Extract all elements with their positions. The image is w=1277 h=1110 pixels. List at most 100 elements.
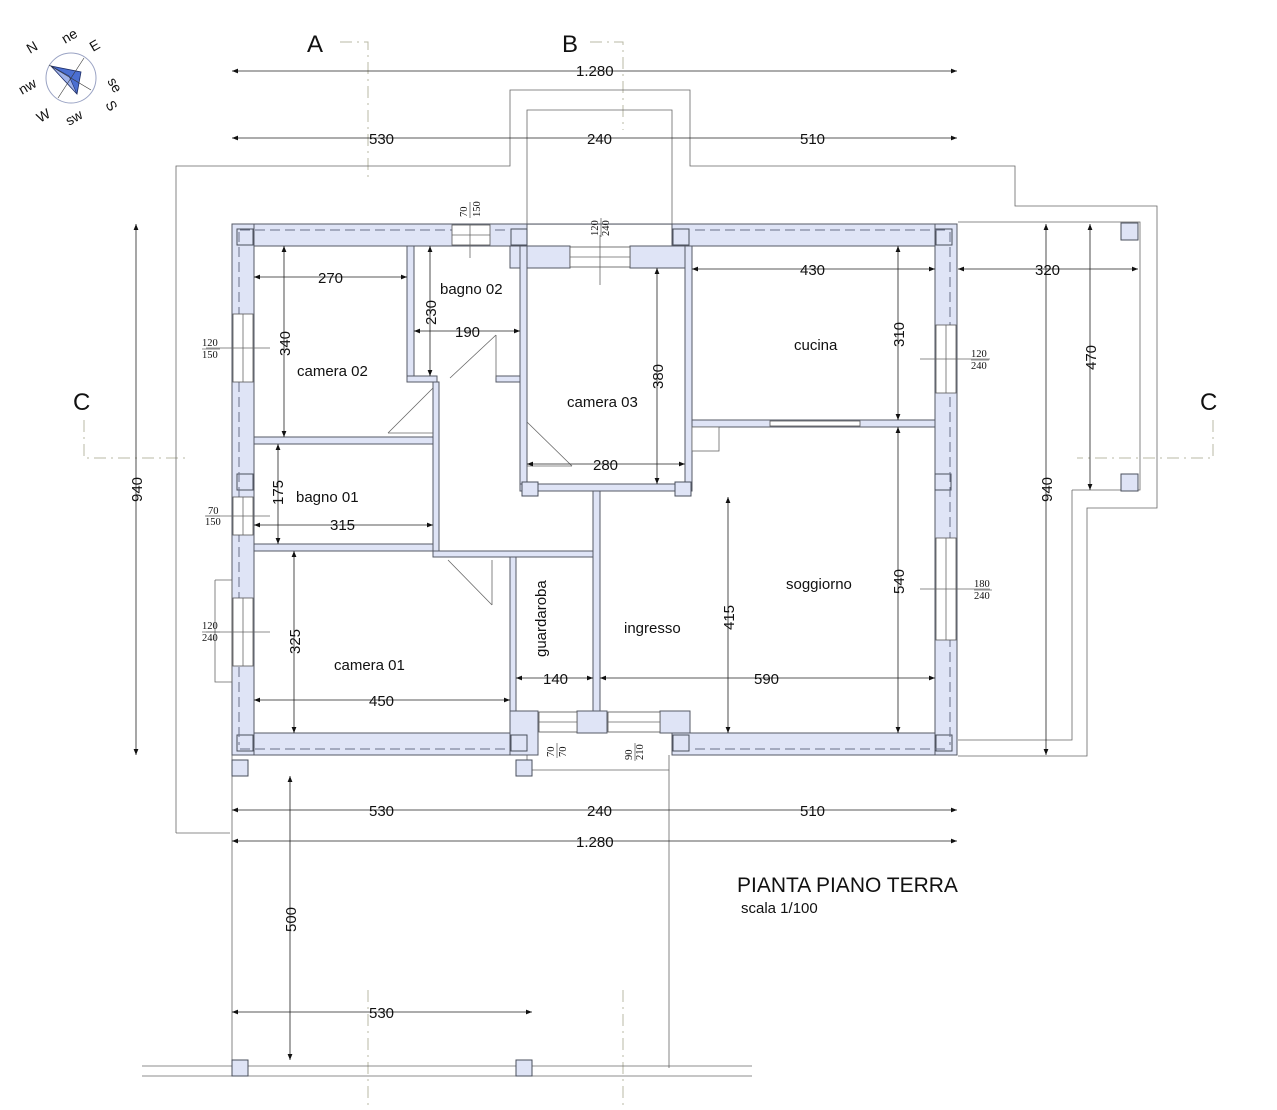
dim-porch-h: 470	[1083, 345, 1100, 370]
dimension-arrowhead	[232, 1009, 238, 1015]
dim-bagno02-w: 190	[455, 324, 480, 341]
dimension-arrowhead	[133, 749, 139, 755]
opening-bottom-ingresso-h: 210	[635, 744, 646, 760]
opening-bottom-guardaroba-w: 70	[546, 747, 557, 758]
dimension-arrowhead	[951, 135, 957, 141]
room-bagno-02: bagno 02	[440, 281, 503, 298]
dimension-arrowhead	[427, 246, 433, 252]
dim-bottom-mid: 240	[587, 803, 612, 820]
compass-e: E	[87, 36, 103, 55]
dimension-arrowhead	[951, 68, 957, 74]
dim-bottom-right: 510	[800, 803, 825, 820]
room-soggiorno: soggiorno	[786, 576, 852, 593]
dim-soggiorno-h: 540	[891, 569, 908, 594]
dimension-arrowhead	[254, 522, 260, 528]
compass-w: W	[34, 105, 54, 126]
dimension-arrowhead	[600, 675, 606, 681]
opening-right-cucina-w: 120	[971, 349, 987, 360]
dim-top-right: 510	[800, 131, 825, 148]
dimension-arrowhead	[958, 266, 964, 272]
opening-bottom-guardaroba-h: 70	[558, 747, 569, 758]
compass-rose: N ne E se S sw W nw	[16, 25, 126, 129]
compass-ne: ne	[59, 25, 81, 47]
opening-top-camera03-w: 120	[590, 220, 601, 236]
dimension-arrowhead	[527, 461, 533, 467]
drawing-scale: scala 1/100	[741, 900, 818, 917]
door-swings	[387, 334, 573, 606]
dim-bagno01-w: 315	[330, 517, 355, 534]
dimension-arrowhead	[414, 328, 420, 334]
room-guardaroba: guardaroba	[533, 580, 550, 657]
room-bagno-01: bagno 01	[296, 489, 359, 506]
dimension-arrowhead	[401, 274, 407, 280]
openings	[214, 224, 957, 733]
room-camera-03: camera 03	[567, 394, 638, 411]
opening-left-camera01-w: 120	[202, 621, 218, 632]
room-camera-02: camera 02	[297, 363, 368, 380]
fraction-bars	[202, 202, 992, 761]
compass-sw: sw	[63, 106, 87, 129]
opening-left-camera02-w: 120	[202, 338, 218, 349]
opening-top-bagno02-w: 70	[459, 207, 470, 218]
room-ingresso: ingresso	[624, 620, 681, 637]
dim-camera02-w: 270	[318, 270, 343, 287]
opening-right-soggiorno-h: 240	[974, 591, 990, 602]
dimension-arrowheads	[133, 68, 1138, 1060]
dim-lower-h: 500	[283, 907, 300, 932]
dimension-arrowhead	[281, 246, 287, 252]
dimension-arrowhead	[895, 427, 901, 433]
dimension-arrowhead	[275, 444, 281, 450]
opening-bottom-ingresso-w: 90	[624, 750, 635, 761]
room-cucina: cucina	[794, 337, 838, 354]
dimension-arrowhead	[427, 522, 433, 528]
compass-nw: nw	[16, 74, 40, 97]
dim-guardaroba-w: 140	[543, 671, 568, 688]
dimension-arrowhead	[679, 461, 685, 467]
exterior-pillars	[231, 222, 1139, 1077]
dimension-arrowhead	[427, 370, 433, 376]
dim-camera01-w: 450	[369, 693, 394, 710]
drawing-title: PIANTA PIANO TERRA	[737, 874, 958, 897]
section-c-right-label: C	[1200, 389, 1217, 416]
dimension-arrowhead	[291, 727, 297, 733]
dimension-arrowhead	[254, 274, 260, 280]
dimension-texts: 1.280 530 240 510 270 340 230 190 380 28…	[129, 63, 1100, 1022]
dim-top-total: 1.280	[576, 63, 614, 80]
dimension-arrowhead	[281, 431, 287, 437]
opening-top-bagno02-h: 150	[472, 201, 483, 217]
dimension-arrowhead	[587, 675, 593, 681]
dim-lower-w: 530	[369, 1005, 394, 1022]
dim-ingresso-h: 415	[721, 605, 738, 630]
dim-right-total: 940	[1039, 477, 1056, 502]
opening-right-cucina-h: 240	[971, 361, 987, 372]
dimension-arrowhead	[951, 807, 957, 813]
opening-labels: 70 150 120 240 120 150 120 240 70 150 12…	[202, 201, 990, 760]
opening-left-bagno01-h: 150	[205, 517, 221, 528]
dimension-arrowhead	[895, 246, 901, 252]
dimension-arrowhead	[895, 727, 901, 733]
dimension-arrowhead	[287, 1054, 293, 1060]
dimension-arrowhead	[287, 776, 293, 782]
dimension-arrowhead	[275, 538, 281, 544]
section-b-label: B	[562, 31, 578, 58]
compass-s: S	[102, 98, 121, 114]
dim-camera01-h: 325	[287, 629, 304, 654]
section-axes	[83, 41, 1214, 1108]
dimension-arrowhead	[232, 135, 238, 141]
dimension-arrowhead	[1043, 749, 1049, 755]
opening-left-camera02-h: 150	[202, 350, 218, 361]
dim-bagno02-h: 230	[423, 300, 440, 325]
dim-bagno01-h: 175	[270, 480, 287, 505]
dimension-lines	[135, 70, 1138, 1060]
dimension-arrowhead	[526, 1009, 532, 1015]
dimension-arrowhead	[1043, 224, 1049, 230]
dim-top-left: 530	[369, 131, 394, 148]
dimension-arrowhead	[133, 224, 139, 230]
dim-left-total: 940	[129, 477, 146, 502]
dimension-arrowhead	[232, 68, 238, 74]
dim-bottom-left: 530	[369, 803, 394, 820]
dimension-arrowhead	[929, 266, 935, 272]
dim-cucina-w: 430	[800, 262, 825, 279]
dimension-arrowhead	[725, 497, 731, 503]
dimension-arrowhead	[516, 675, 522, 681]
